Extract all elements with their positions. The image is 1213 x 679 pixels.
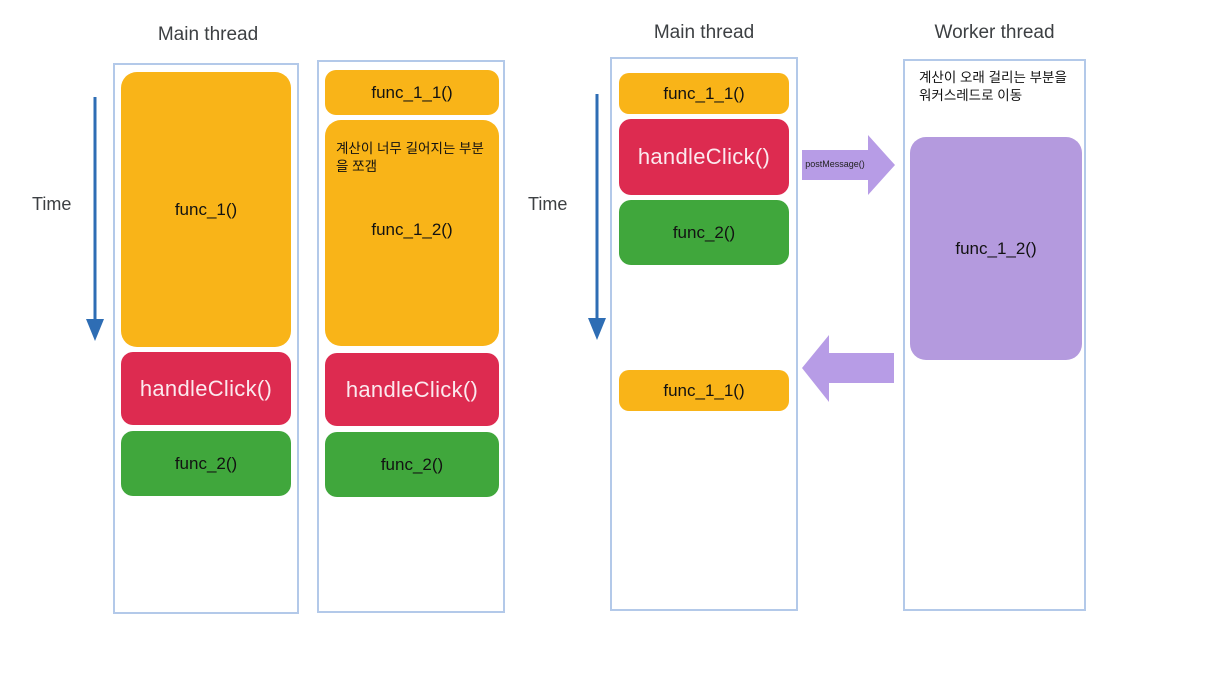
task-label: func_2() bbox=[174, 453, 238, 473]
task-label: func_1_2() bbox=[955, 238, 1037, 258]
task-block-func2: func_2() bbox=[325, 432, 499, 497]
task-block-func11: func_1_1() bbox=[325, 70, 499, 115]
time-arrow-right-icon bbox=[588, 94, 606, 340]
task-label: func_1_1() bbox=[663, 83, 745, 103]
task-block-func12-worker: func_1_2() bbox=[910, 137, 1082, 360]
worker-thread-title: Worker thread bbox=[934, 22, 1055, 43]
thread-lane-worker: 계산이 오래 걸리는 부분을 워커스레드로 이동 func_1_2() bbox=[903, 59, 1086, 611]
task-label: func_2() bbox=[672, 222, 736, 242]
post-message-label: postMessage() bbox=[805, 159, 865, 169]
task-label: handleClick() bbox=[139, 375, 273, 401]
task-block-func11: func_1_1() bbox=[619, 73, 789, 114]
task-block-func2: func_2() bbox=[121, 431, 291, 496]
worker-note: 계산이 오래 걸리는 부분을 워커스레드로 이동 bbox=[919, 70, 1067, 103]
thread-lane-before-original: func_1() handleClick() func_2() bbox=[113, 63, 299, 614]
task-block-func1: func_1() bbox=[121, 72, 291, 347]
time-label-right: Time bbox=[528, 194, 568, 214]
worker-return-arrow-icon bbox=[802, 335, 894, 402]
task-block-func2: func_2() bbox=[619, 200, 789, 265]
time-arrow-left-icon bbox=[86, 97, 104, 341]
right-main-thread-title: Main thread bbox=[653, 22, 755, 43]
task-block-handleclick: handleClick() bbox=[325, 353, 499, 426]
thread-lane-after-main: func_1_1() handleClick() func_2() func_1… bbox=[610, 57, 798, 611]
task-label: func_1_1() bbox=[663, 380, 745, 400]
task-label: func_1_1() bbox=[371, 82, 453, 102]
task-label: handleClick() bbox=[637, 144, 771, 169]
task-label: func_1_2() bbox=[371, 220, 453, 239]
post-message-arrow-icon bbox=[802, 135, 895, 195]
task-block-handleclick: handleClick() bbox=[619, 119, 789, 195]
thread-lane-before-split: func_1_1() 계산이 너무 길어지는 부분을 쪼갬 func_1_2()… bbox=[317, 60, 505, 613]
task-block-handleclick: handleClick() bbox=[121, 352, 291, 425]
task-block-func11-return: func_1_1() bbox=[619, 370, 789, 411]
split-note: 계산이 너무 길어지는 부분을 쪼갬 bbox=[336, 141, 484, 174]
task-block-func12: 계산이 너무 길어지는 부분을 쪼갬 func_1_2() bbox=[325, 120, 499, 346]
task-label: func_2() bbox=[380, 454, 444, 474]
time-label-left: Time bbox=[32, 194, 72, 214]
task-label: handleClick() bbox=[345, 376, 479, 402]
left-main-thread-title: Main thread bbox=[157, 24, 259, 45]
task-label: func_1() bbox=[174, 199, 238, 219]
